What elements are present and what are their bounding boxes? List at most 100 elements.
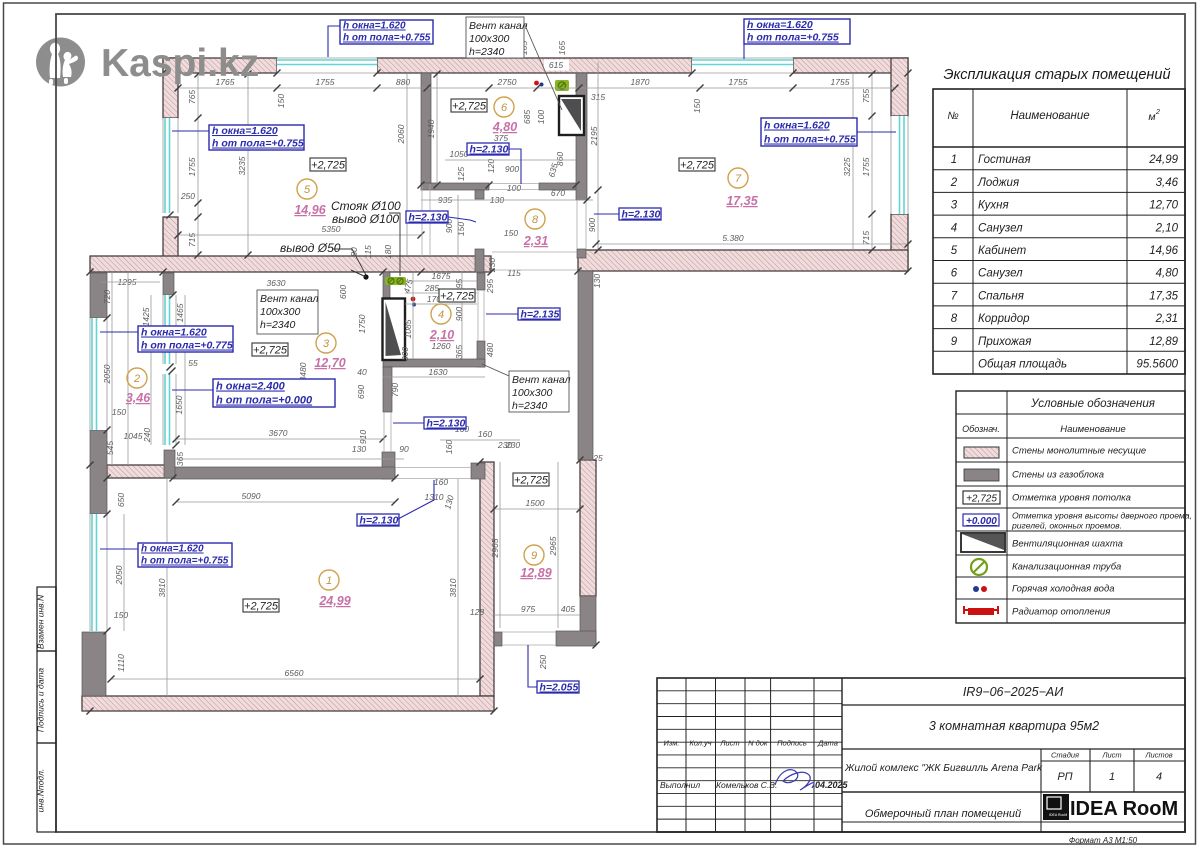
svg-text:h=2.135: h=2.135 xyxy=(521,309,560,321)
svg-text:Изм.: Изм. xyxy=(664,739,680,748)
svg-text:160: 160 xyxy=(434,477,448,487)
svg-text:6: 6 xyxy=(501,102,508,114)
svg-text:Формат А3 М1:50: Формат А3 М1:50 xyxy=(1069,836,1138,845)
svg-text:3 комнатная квартира 95м2: 3 комнатная квартира 95м2 xyxy=(929,719,1099,733)
svg-text:130: 130 xyxy=(592,274,602,288)
svg-text:128: 128 xyxy=(470,607,484,617)
svg-text:1750: 1750 xyxy=(357,314,367,333)
svg-text:80: 80 xyxy=(349,247,359,257)
svg-text:Жилой комлекс "ЖК Бигвилль Are: Жилой комлекс "ЖК Бигвилль Arena Park xyxy=(844,763,1043,774)
svg-text:h окна=1.620: h окна=1.620 xyxy=(343,21,406,32)
svg-text:3810: 3810 xyxy=(448,578,458,597)
svg-text:545: 545 xyxy=(105,441,115,455)
svg-text:Отметка уровня высоты дверного: Отметка уровня высоты дверного проема, xyxy=(1012,511,1192,521)
svg-text:Дата: Дата xyxy=(817,739,838,748)
svg-text:14,96: 14,96 xyxy=(1149,245,1178,257)
svg-text:Вентиляционная шахта: Вентиляционная шахта xyxy=(1012,539,1123,550)
svg-text:Лист: Лист xyxy=(1101,751,1121,760)
svg-text:2,10: 2,10 xyxy=(1155,222,1179,234)
svg-text:2,31: 2,31 xyxy=(1155,313,1178,325)
svg-text:h=2.130: h=2.130 xyxy=(470,144,509,156)
svg-text:h окна=1.620: h окна=1.620 xyxy=(764,120,830,132)
svg-text:h от пола=+0.755: h от пола=+0.755 xyxy=(212,138,304,150)
svg-text:300: 300 xyxy=(400,347,410,361)
svg-text:ригелей, оконных проемов.: ригелей, оконных проемов. xyxy=(1011,521,1122,531)
svg-text:8: 8 xyxy=(951,313,958,325)
svg-text:285: 285 xyxy=(424,283,439,293)
svg-text:1870: 1870 xyxy=(631,77,650,87)
svg-text:Санузел: Санузел xyxy=(978,268,1023,280)
svg-text:4: 4 xyxy=(438,309,444,321)
svg-text:+2,725: +2,725 xyxy=(514,475,549,487)
svg-text:h окна=1.620: h окна=1.620 xyxy=(141,544,204,555)
svg-text:Лист: Лист xyxy=(719,739,739,748)
svg-text:1940: 1940 xyxy=(426,119,436,138)
svg-text:715: 715 xyxy=(861,231,871,245)
svg-text:115: 115 xyxy=(363,245,373,259)
svg-text:405: 405 xyxy=(561,604,575,614)
svg-text:150: 150 xyxy=(276,94,286,108)
svg-text:715: 715 xyxy=(187,233,197,247)
svg-text:100х300: 100х300 xyxy=(512,387,552,399)
svg-text:Горячая холодная вода: Горячая холодная вода xyxy=(1012,584,1115,595)
svg-text:Канализационная труба: Канализационная труба xyxy=(1012,562,1121,573)
svg-text:РП: РП xyxy=(1057,771,1072,783)
svg-text:Прихожая: Прихожая xyxy=(978,336,1031,348)
svg-text:1260: 1260 xyxy=(432,341,451,351)
svg-text:1500: 1500 xyxy=(526,498,545,508)
svg-text:+2,725: +2,725 xyxy=(680,160,715,172)
svg-text:2: 2 xyxy=(1155,109,1160,116)
svg-text:9: 9 xyxy=(951,336,958,348)
svg-text:100х300: 100х300 xyxy=(469,33,509,45)
svg-text:900: 900 xyxy=(587,218,597,232)
svg-text:25: 25 xyxy=(592,453,603,463)
svg-text:615: 615 xyxy=(549,60,563,70)
svg-text:h=2340: h=2340 xyxy=(512,400,547,412)
svg-text:1675: 1675 xyxy=(432,271,451,281)
svg-text:h от пола=+0.755: h от пола=+0.755 xyxy=(141,556,229,567)
svg-text:h окна=1.620: h окна=1.620 xyxy=(141,327,207,339)
svg-text:635: 635 xyxy=(546,162,559,179)
svg-text:250: 250 xyxy=(538,655,548,670)
svg-text:Kaspi.kz: Kaspi.kz xyxy=(101,42,259,85)
svg-text:IDEA RooM: IDEA RooM xyxy=(1070,798,1178,820)
svg-text:4: 4 xyxy=(1156,771,1162,783)
svg-text:375: 375 xyxy=(494,133,508,143)
svg-text:1050: 1050 xyxy=(450,149,469,159)
svg-text:h от пола=+0.755: h от пола=+0.755 xyxy=(747,32,839,44)
svg-text:95.5600: 95.5600 xyxy=(1136,359,1178,371)
svg-text:1755: 1755 xyxy=(729,77,748,87)
svg-text:Условные обозначения: Условные обозначения xyxy=(1030,398,1155,410)
svg-text:инв.Nподл.: инв.Nподл. xyxy=(36,769,46,813)
svg-text:24,99: 24,99 xyxy=(1148,154,1178,166)
svg-text:3,46: 3,46 xyxy=(126,391,151,405)
svg-text:h от пола=+0.755: h от пола=+0.755 xyxy=(764,134,856,146)
svg-text:Кабинет: Кабинет xyxy=(978,245,1027,257)
svg-text:Наименование: Наименование xyxy=(1010,110,1089,122)
svg-text:IDEA RooM: IDEA RooM xyxy=(1049,813,1067,817)
svg-text:Выполнил: Выполнил xyxy=(660,780,700,790)
svg-text:480: 480 xyxy=(485,343,495,357)
svg-text:7: 7 xyxy=(951,290,958,302)
svg-text:7: 7 xyxy=(735,173,742,185)
svg-text:Вент канал: Вент канал xyxy=(260,293,319,305)
svg-text:125: 125 xyxy=(456,167,466,181)
svg-text:+2,725: +2,725 xyxy=(244,601,279,613)
svg-text:h=2340: h=2340 xyxy=(260,319,295,331)
svg-text:Подпись: Подпись xyxy=(777,739,807,748)
svg-text:№: № xyxy=(947,110,958,122)
svg-text:2: 2 xyxy=(950,177,958,189)
svg-text:3: 3 xyxy=(323,338,330,350)
svg-text:h от пола=+0.775: h от пола=+0.775 xyxy=(141,340,233,352)
svg-text:3670: 3670 xyxy=(269,428,288,438)
svg-text:Обознач.: Обознач. xyxy=(962,424,1000,434)
svg-text:690: 690 xyxy=(356,385,366,399)
svg-text:880: 880 xyxy=(396,77,410,87)
svg-text:295: 295 xyxy=(454,279,464,294)
svg-text:170: 170 xyxy=(427,294,441,304)
svg-text:8: 8 xyxy=(532,214,539,226)
svg-text:365: 365 xyxy=(454,345,464,359)
svg-text:685: 685 xyxy=(522,110,532,124)
svg-text:6: 6 xyxy=(951,268,958,280)
svg-text:910: 910 xyxy=(358,430,368,444)
